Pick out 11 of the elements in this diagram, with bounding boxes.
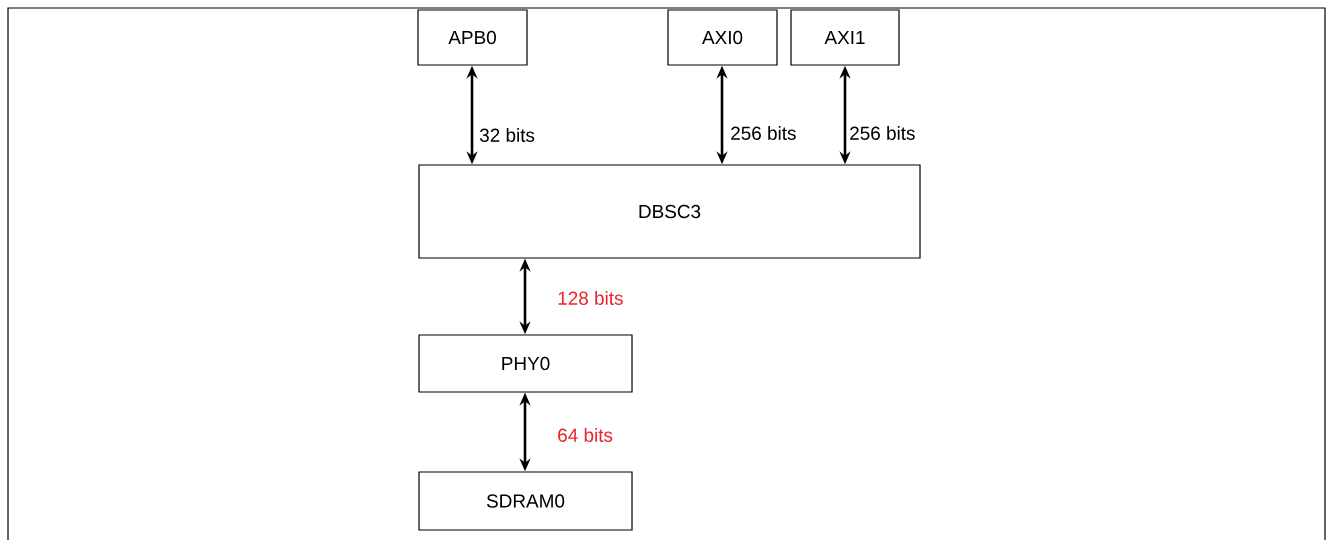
block-box: APB0: [417, 9, 528, 66]
edge-label: 256 bits: [848, 125, 917, 141]
block-box: DBSC3: [418, 164, 921, 259]
edge-label: 256 bits: [729, 125, 798, 141]
edge-label: 32 bits: [478, 127, 536, 143]
edge-label: 64 bits: [556, 427, 614, 443]
block-box: AXI0: [667, 9, 778, 66]
block-box: PHY0: [418, 334, 633, 393]
block-box: SDRAM0: [418, 471, 633, 531]
block-box: AXI1: [790, 9, 900, 66]
edge-label: 128 bits: [556, 290, 625, 306]
